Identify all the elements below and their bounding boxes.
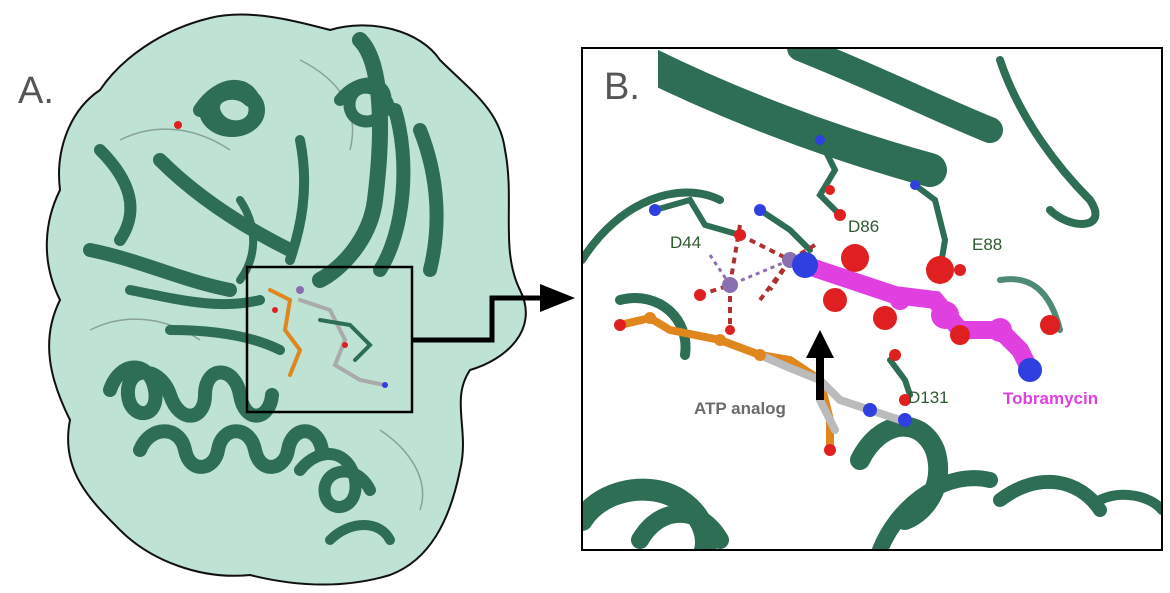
panel-a-letter: A.	[18, 70, 54, 112]
panel-b-sidechains	[652, 137, 949, 398]
zoom-arrowhead	[540, 284, 575, 312]
attack-arrowhead	[806, 330, 834, 358]
ligand-label-atp-analog: ATP analog	[694, 399, 786, 418]
zoom-connector-arrow	[412, 295, 540, 343]
panel-b-letter: B.	[604, 66, 640, 108]
residue-label-e88: E88	[972, 235, 1002, 254]
residue-label-d131: D131	[908, 388, 949, 407]
panel-a-ligand-sticks	[174, 121, 388, 388]
tobramycin-balls	[792, 244, 1060, 382]
residue-label-d44: D44	[670, 233, 701, 252]
panel-b-frame	[581, 47, 1163, 551]
metal-ion	[722, 277, 738, 293]
panel-b-closeup: D44 D86 E88 D131 ATP analog Tobramycin	[581, 47, 1163, 551]
sidechain-atoms	[649, 135, 966, 406]
ligand-label-tobramycin: Tobramycin	[1003, 389, 1098, 408]
panel-b-letter-bg	[583, 49, 658, 111]
protein-ribbon	[83, 32, 444, 545]
panel-a-structure	[45, 13, 575, 586]
atp-analog-atoms	[614, 289, 912, 456]
residue-label-d86: D86	[848, 217, 879, 236]
